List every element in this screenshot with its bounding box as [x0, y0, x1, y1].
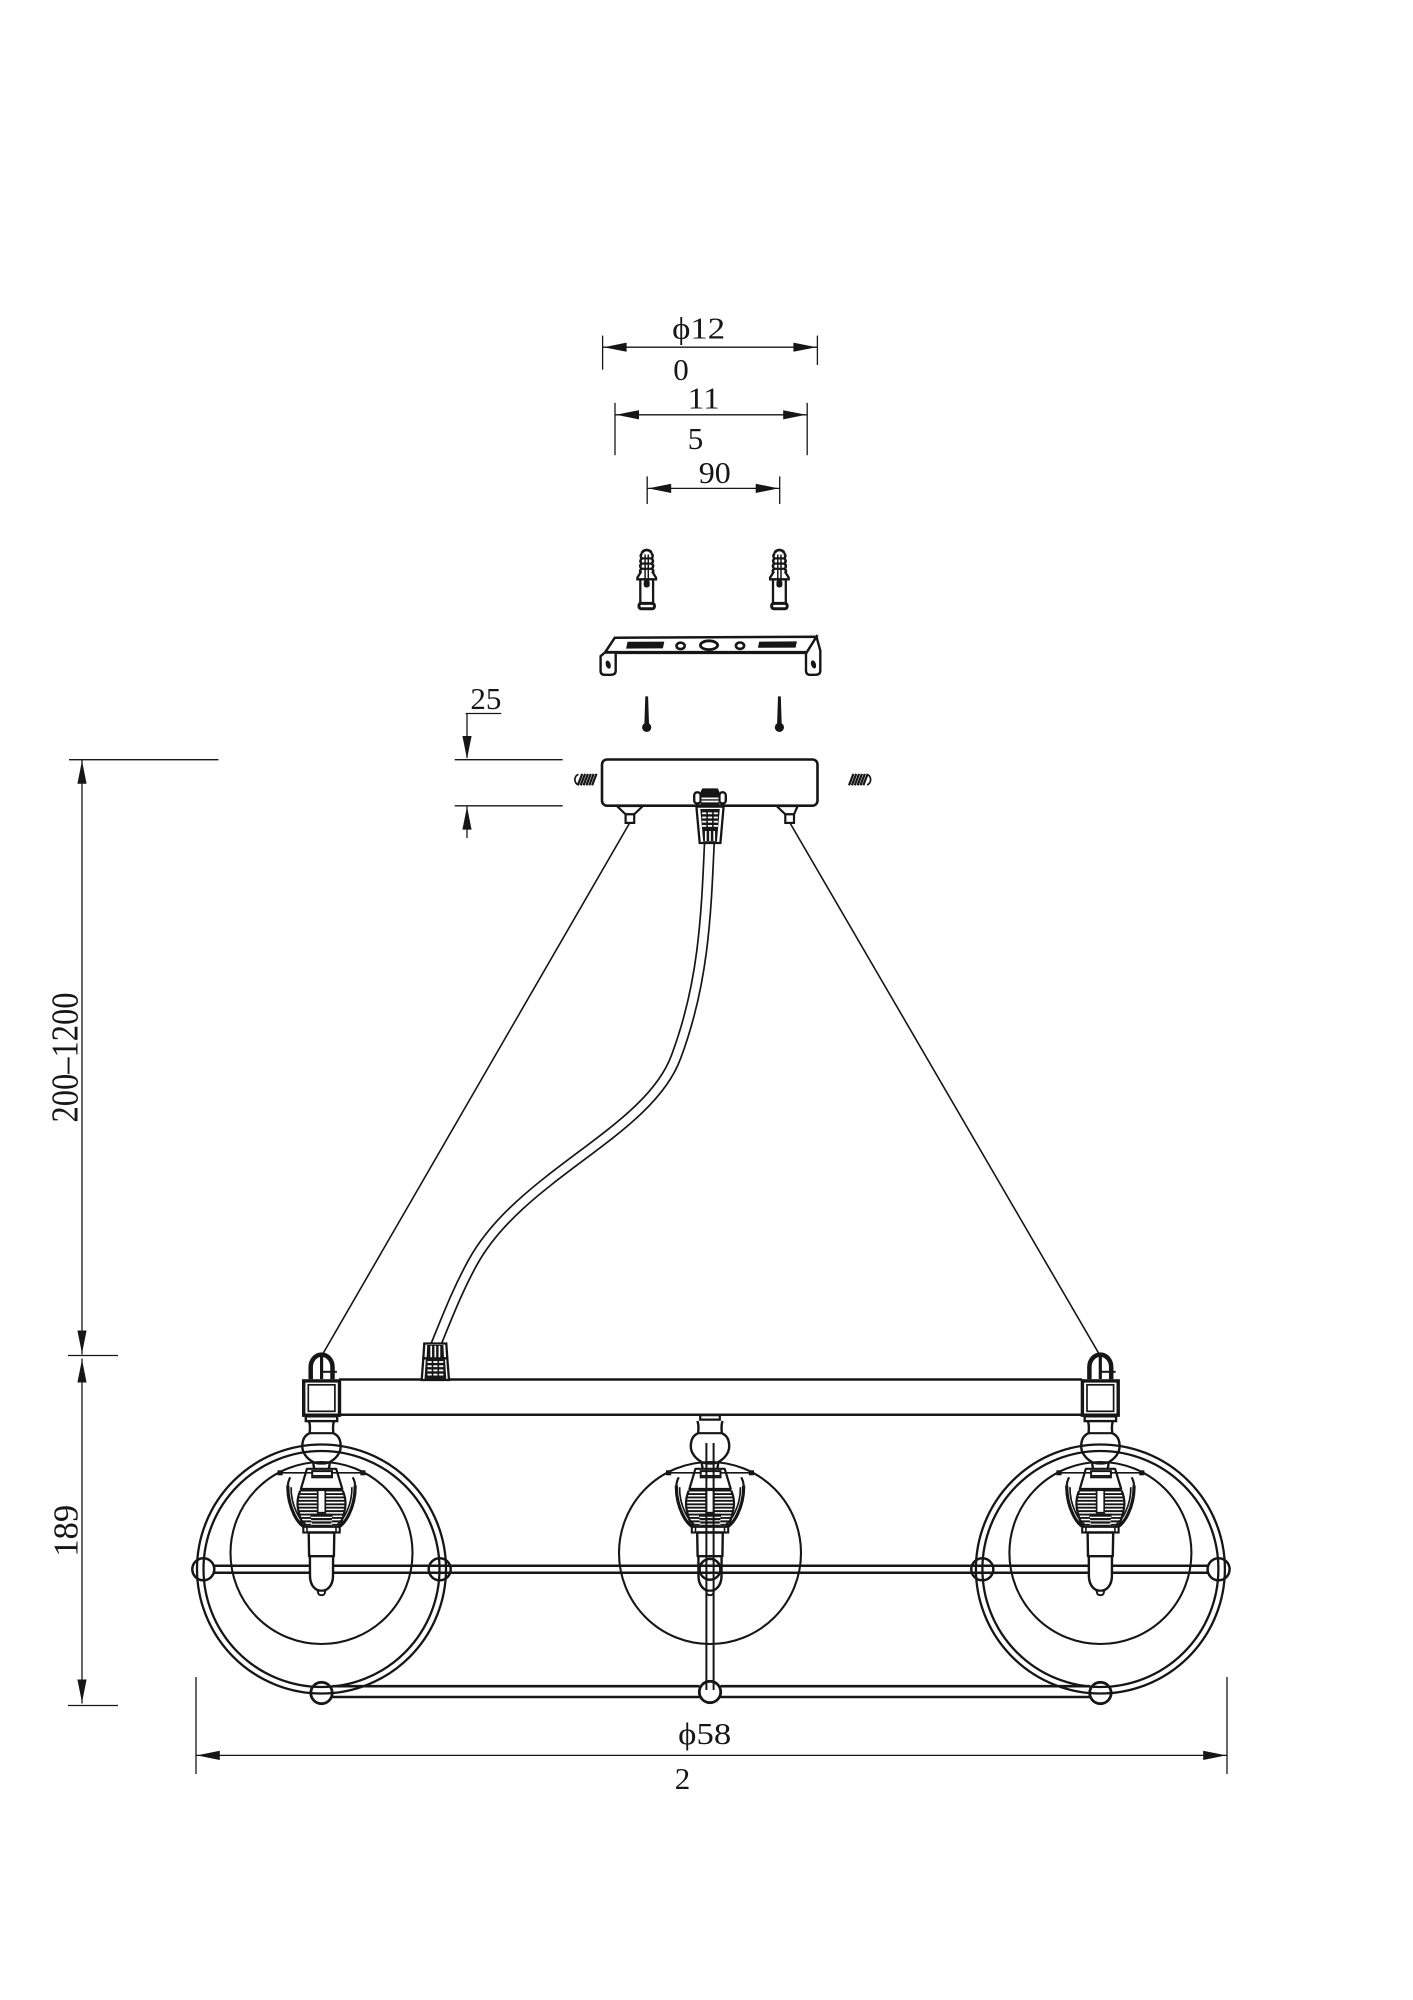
svg-text:189: 189	[47, 1505, 86, 1557]
svg-text:2: 2	[675, 1761, 691, 1796]
svg-text:200–1200: 200–1200	[45, 993, 87, 1123]
svg-text:ϕ12: ϕ12	[672, 311, 725, 346]
svg-text:5: 5	[688, 421, 704, 456]
svg-text:11: 11	[688, 380, 720, 415]
svg-text:90: 90	[699, 455, 731, 490]
svg-text:ϕ58: ϕ58	[678, 1716, 731, 1751]
svg-text:25: 25	[470, 681, 501, 716]
svg-text:0: 0	[673, 352, 689, 387]
